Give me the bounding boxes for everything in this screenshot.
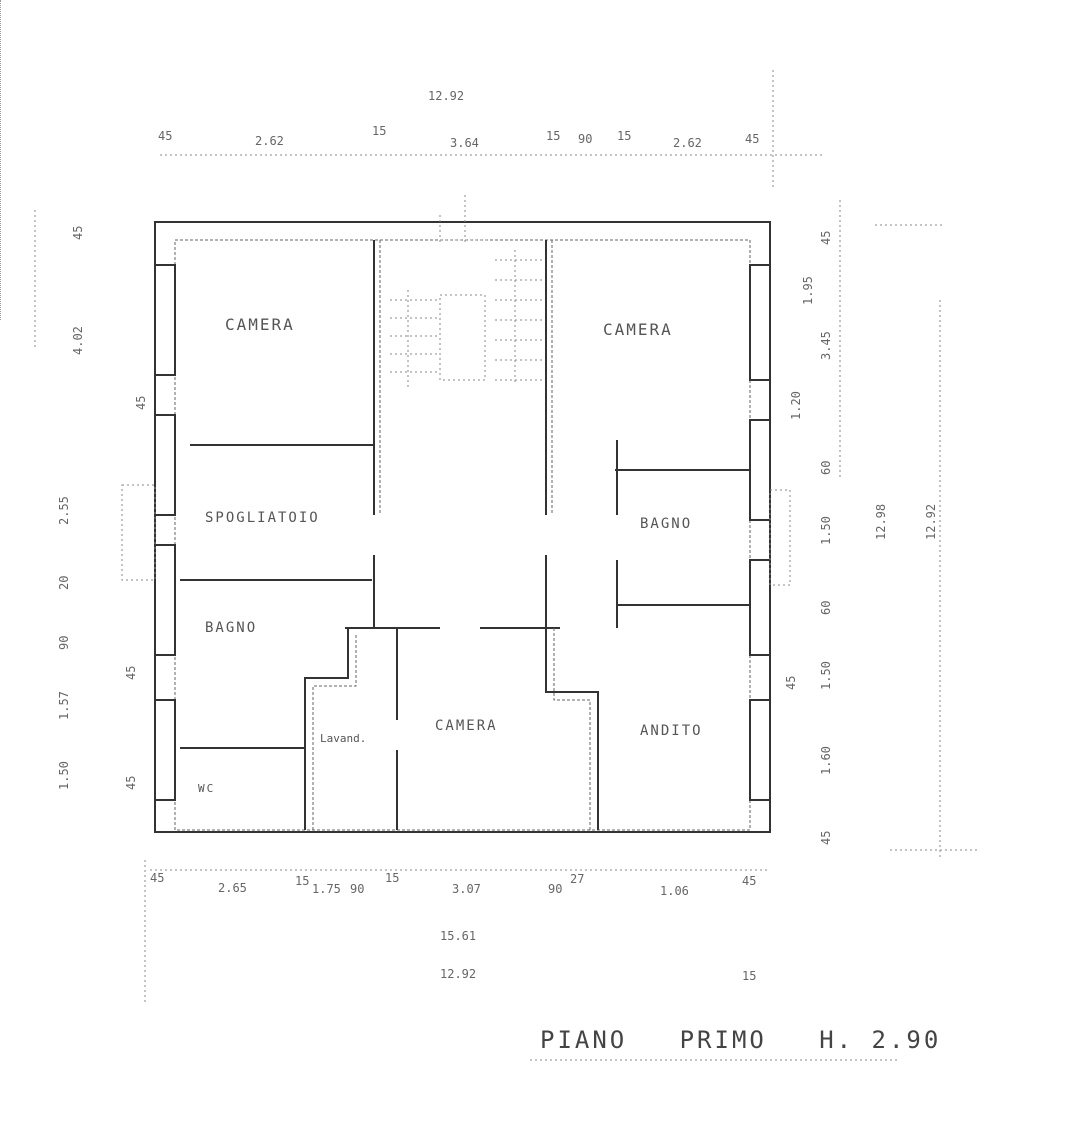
outer-wall-inner bbox=[174, 239, 751, 831]
plan-line bbox=[439, 294, 486, 381]
windows bbox=[121, 264, 791, 801]
top-dimensions: 45 2.62 15 3.64 15 90 15 2.62 45 bbox=[158, 124, 759, 150]
dimension-label: 45 bbox=[745, 132, 759, 146]
dimension-label: 1.50 bbox=[819, 661, 833, 690]
room-label: CAMERA bbox=[603, 320, 673, 339]
room-label: BAGNO bbox=[640, 516, 692, 532]
plan-line bbox=[154, 264, 176, 376]
dimension-label: 12.92 bbox=[440, 967, 476, 981]
plan-line bbox=[749, 559, 771, 656]
plan-line bbox=[390, 290, 440, 390]
dimension-label: 60 bbox=[819, 601, 833, 615]
room-label: BAGNO bbox=[205, 620, 257, 636]
dimension-label: 1.95 bbox=[801, 276, 815, 305]
dimension-label: 45 bbox=[124, 776, 138, 790]
dimension-label: 45 bbox=[71, 226, 85, 240]
room-label: CAMERA bbox=[435, 718, 498, 734]
wall bbox=[545, 628, 599, 830]
dimension-label: 2.65 bbox=[218, 881, 247, 895]
wall bbox=[553, 628, 591, 830]
dimension-label: 90 bbox=[548, 882, 562, 896]
dimension-label: 1.50 bbox=[819, 516, 833, 545]
dimension-label: 1.50 bbox=[57, 761, 71, 790]
dimension-label: 4.02 bbox=[71, 326, 85, 355]
dimension-label: 45 bbox=[784, 676, 798, 690]
left-dimensions: 45 4.02 45 2.55 20 90 1.57 45 1.50 45 bbox=[57, 226, 148, 790]
dimension-label: 15 bbox=[546, 129, 560, 143]
plan-line bbox=[121, 484, 156, 581]
dimension-label: 45 bbox=[742, 874, 756, 888]
plan-line bbox=[749, 419, 771, 521]
dimension-lines bbox=[34, 70, 980, 1061]
dimension-total: 12.92 bbox=[428, 89, 464, 103]
dimension-label: 15 bbox=[372, 124, 386, 138]
right-dimensions: 45 1.95 3.45 1.20 60 1.50 60 1.50 45 1.6… bbox=[784, 231, 938, 845]
dimension-label: 45 bbox=[124, 666, 138, 680]
plan-line bbox=[439, 195, 490, 245]
bottom-dimensions: 45 2.65 15 1.75 90 15 3.07 90 27 1.06 45… bbox=[150, 871, 756, 983]
dimension-label: 12.98 bbox=[874, 504, 888, 540]
dimension-label: 45 bbox=[819, 831, 833, 845]
dimension-label: 1.57 bbox=[57, 691, 71, 720]
wall bbox=[312, 635, 357, 830]
dimension-label: 3.64 bbox=[450, 136, 479, 150]
dimension-label: 1.06 bbox=[660, 884, 689, 898]
dimension-label: 45 bbox=[158, 129, 172, 143]
dimension-label: 3.45 bbox=[819, 331, 833, 360]
dimension-label: 45 bbox=[134, 396, 148, 410]
plan-line bbox=[749, 699, 771, 801]
dimension-label: 15 bbox=[742, 969, 756, 983]
dimension-label: 15 bbox=[295, 874, 309, 888]
plan-line bbox=[749, 264, 771, 381]
room-label: ANDITO bbox=[640, 723, 703, 739]
plan-line bbox=[769, 489, 791, 586]
dimension-label: 90 bbox=[578, 132, 592, 146]
walls bbox=[34, 70, 980, 1061]
dimension-label: 1.75 bbox=[312, 882, 341, 896]
dimension-label: 2.62 bbox=[255, 134, 284, 148]
room-label: SPOGLIATOIO bbox=[205, 510, 320, 526]
dimension-label: 90 bbox=[350, 882, 364, 896]
plan-title: PIANO PRIMO H. 2.90 bbox=[540, 1026, 941, 1054]
wall bbox=[304, 628, 349, 830]
dimension-label: 2.62 bbox=[673, 136, 702, 150]
room-label: WC bbox=[198, 782, 215, 795]
plan-line bbox=[495, 250, 545, 385]
dimension-label: 2.55 bbox=[57, 496, 71, 525]
dimension-label: 1.20 bbox=[789, 391, 803, 420]
dimension-label: 60 bbox=[819, 461, 833, 475]
dimension-label: 27 bbox=[570, 872, 584, 886]
dimension-label: 20 bbox=[57, 576, 71, 590]
room-label: CAMERA bbox=[225, 315, 295, 334]
plan-line bbox=[154, 544, 176, 656]
stairs bbox=[390, 195, 545, 390]
dimension-label: 15.61 bbox=[440, 929, 476, 943]
plan-line bbox=[154, 699, 176, 801]
dimension-label: 1.60 bbox=[819, 746, 833, 775]
dimension-label: 12.92 bbox=[924, 504, 938, 540]
dimension-label: 15 bbox=[617, 129, 631, 143]
dimension-label: 45 bbox=[819, 231, 833, 245]
room-label: Lavand. bbox=[320, 732, 366, 745]
scan-edge bbox=[0, 0, 3, 320]
dimension-label: 15 bbox=[385, 871, 399, 885]
dimension-label: 45 bbox=[150, 871, 164, 885]
dimension-label: 3.07 bbox=[452, 882, 481, 896]
dimension-label: 90 bbox=[57, 636, 71, 650]
plan-line bbox=[154, 414, 176, 516]
